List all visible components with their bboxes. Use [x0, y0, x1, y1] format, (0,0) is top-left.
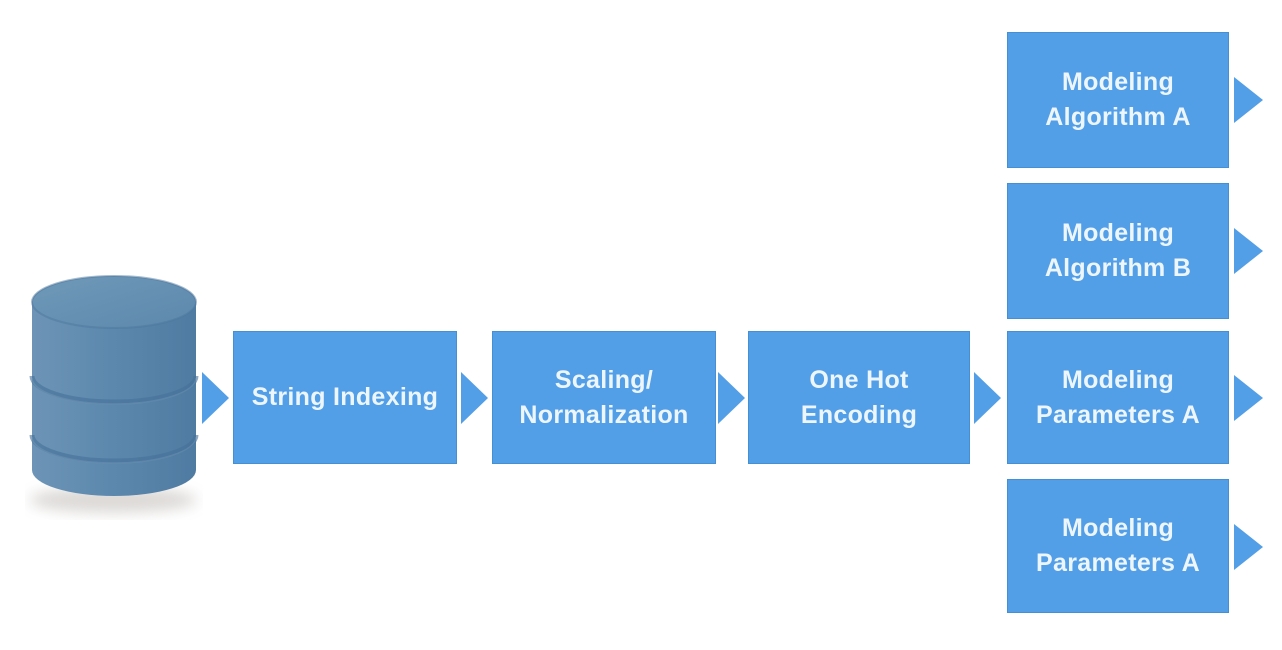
pipeline-box-one-hot-encoding: One Hot Encoding — [748, 331, 970, 464]
flow-arrow-icon — [718, 372, 745, 424]
flow-arrow-icon — [974, 372, 1001, 424]
flow-arrow-icon — [1234, 228, 1263, 274]
flow-arrow-icon — [202, 372, 229, 424]
database-icon — [29, 275, 199, 513]
flow-arrow-icon — [1234, 77, 1263, 123]
flow-arrow-icon — [461, 372, 488, 424]
output-box-modeling-parameters-a-2: Modeling Parameters A — [1007, 479, 1229, 613]
pipeline-box-string-indexing: String Indexing — [233, 331, 457, 464]
output-box-modeling-algorithm-b: Modeling Algorithm B — [1007, 183, 1229, 319]
flow-arrow-icon — [1234, 524, 1263, 570]
output-box-modeling-algorithm-a: Modeling Algorithm A — [1007, 32, 1229, 168]
pipeline-box-scaling-normalization: Scaling/ Normalization — [492, 331, 716, 464]
output-box-modeling-parameters-a: Modeling Parameters A — [1007, 331, 1229, 464]
flow-arrow-icon — [1234, 375, 1263, 421]
